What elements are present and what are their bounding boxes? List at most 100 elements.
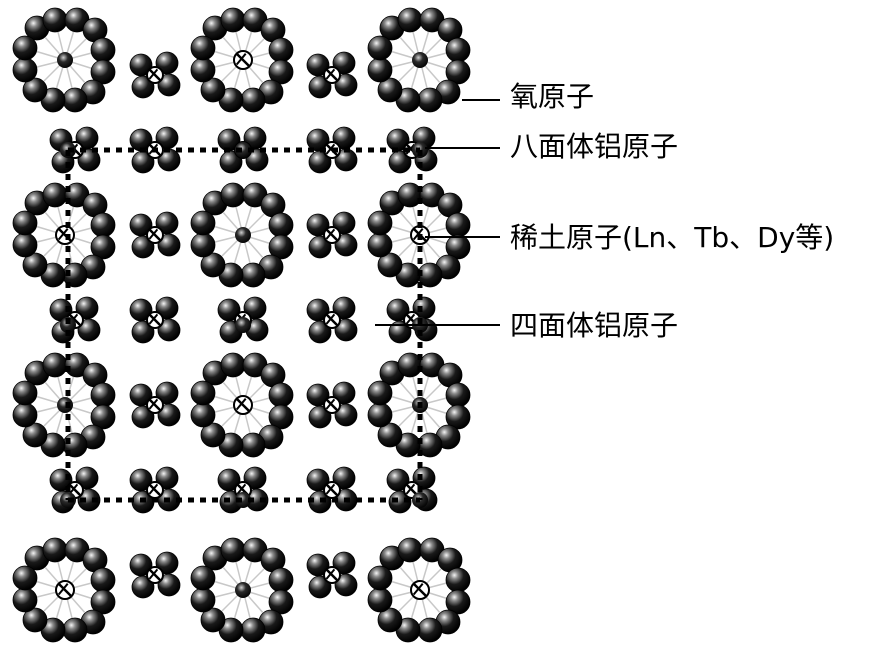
oxygen-atom bbox=[190, 380, 216, 406]
oxygen-atom bbox=[190, 57, 216, 83]
label-octahedral-aluminum-atom: 八面体铝原子 bbox=[510, 130, 679, 163]
oxygen-atom bbox=[190, 587, 216, 613]
tetrahedral-aluminum-atom-mark bbox=[148, 483, 159, 495]
oxygen-atom bbox=[90, 382, 116, 408]
oxygen-atom bbox=[77, 488, 101, 512]
tetrahedral-aluminum-atom-mark bbox=[235, 398, 247, 411]
oxygen-atom bbox=[377, 422, 403, 448]
oxygen-atom bbox=[12, 232, 38, 258]
tetrahedral-aluminum-atom-mark bbox=[148, 313, 162, 327]
tetrahedral-aluminum-atom-mark bbox=[235, 397, 251, 413]
oxygen-atom bbox=[22, 77, 48, 103]
tetrahedral-aluminum-atom-mark bbox=[325, 68, 336, 80]
oxygen-atom bbox=[245, 148, 269, 172]
tetrahedral-aluminum-atom-mark bbox=[325, 313, 336, 325]
oxygen-atom bbox=[77, 318, 101, 342]
oxygen-atom bbox=[220, 182, 246, 208]
oxygen-atom bbox=[220, 7, 246, 33]
oxygen-atom bbox=[445, 212, 471, 238]
oxygen-atom bbox=[200, 607, 226, 633]
oxygen-atom bbox=[22, 252, 48, 278]
tetrahedral-aluminum-atom-mark bbox=[325, 228, 339, 242]
tetrahedral-aluminum-atom-mark bbox=[148, 228, 162, 242]
oxygen-atom bbox=[367, 587, 393, 613]
tetrahedral-aluminum-atom-mark bbox=[325, 483, 336, 495]
oxygen-atom bbox=[334, 73, 358, 97]
tetrahedral-aluminum-atom-mark bbox=[57, 228, 69, 241]
oxygen-atom bbox=[417, 617, 443, 643]
oxygen-atom bbox=[42, 352, 68, 378]
tetrahedral-aluminum-atom-mark bbox=[325, 483, 339, 497]
tetrahedral-aluminum-atom-mark bbox=[235, 53, 247, 66]
tetrahedral-aluminum-atom-mark bbox=[148, 398, 162, 412]
oxygen-atom bbox=[268, 404, 294, 430]
oxygen-atom bbox=[131, 235, 155, 259]
oxygen-atom bbox=[308, 320, 332, 344]
oxygen-atom bbox=[62, 87, 88, 113]
oxygen-atom bbox=[240, 432, 266, 458]
oxygen-atom bbox=[397, 7, 423, 33]
oxygen-atom bbox=[62, 617, 88, 643]
tetrahedral-aluminum-atom-mark bbox=[325, 398, 339, 412]
tetrahedral-aluminum-atom-mark bbox=[148, 313, 159, 325]
oxygen-atom bbox=[12, 402, 38, 428]
tetrahedral-aluminum-atom-mark bbox=[57, 583, 69, 596]
leader-lines bbox=[375, 99, 500, 326]
oxygen-atom bbox=[157, 403, 181, 427]
tetrahedral-aluminum-atom-mark bbox=[68, 313, 82, 327]
oxygen-atom bbox=[12, 210, 38, 236]
oxygen-atom bbox=[388, 150, 412, 174]
oxygen-atom bbox=[367, 35, 393, 61]
oxygen-atom bbox=[240, 617, 266, 643]
oxygen-atom bbox=[445, 404, 471, 430]
tetrahedral-aluminum-atom-mark bbox=[148, 398, 159, 410]
oxygen-atom bbox=[12, 380, 38, 406]
oxygen-atom bbox=[367, 232, 393, 258]
tetrahedral-aluminum-atom-mark bbox=[412, 582, 428, 598]
oxygen-atom bbox=[445, 37, 471, 63]
octahedral-aluminum-atom bbox=[235, 142, 251, 158]
oxygen-atom bbox=[157, 318, 181, 342]
oxygen-atom bbox=[42, 537, 68, 563]
oxygen-atom bbox=[334, 403, 358, 427]
tetrahedral-aluminum-atom-mark bbox=[148, 483, 162, 497]
oxygen-atom bbox=[388, 490, 412, 514]
tetrahedral-aluminum-atom-mark bbox=[235, 52, 251, 68]
oxygen-atom bbox=[190, 565, 216, 591]
oxygen-atom bbox=[90, 404, 116, 430]
oxygen-atom bbox=[90, 567, 116, 593]
octahedral-aluminum-atom bbox=[235, 492, 251, 508]
oxygen-atom bbox=[157, 233, 181, 257]
oxygen-atom bbox=[190, 35, 216, 61]
oxygen-atom bbox=[308, 75, 332, 99]
oxygen-atom bbox=[90, 59, 116, 85]
tetrahedral-aluminum-atom-mark bbox=[148, 568, 159, 580]
tetrahedral-aluminum-atom-mark bbox=[68, 483, 79, 495]
tetrahedral-aluminum-atom-mark bbox=[148, 568, 162, 582]
oxygen-atom bbox=[268, 37, 294, 63]
octahedral-aluminum-atom bbox=[235, 317, 251, 333]
oxygen-atom bbox=[367, 210, 393, 236]
tetrahedral-aluminum-atom-mark bbox=[325, 68, 339, 82]
oxygen-atom bbox=[388, 320, 412, 344]
tetrahedral-aluminum-atom-mark bbox=[57, 582, 73, 598]
oxygen-atom bbox=[12, 57, 38, 83]
oxygen-atom bbox=[219, 150, 243, 174]
oxygen-atom bbox=[377, 607, 403, 633]
oxygen-atom bbox=[190, 210, 216, 236]
oxygen-atom bbox=[240, 87, 266, 113]
oxygen-atom bbox=[220, 352, 246, 378]
oxygen-atom bbox=[42, 182, 68, 208]
tetrahedral-aluminum-atom-mark bbox=[148, 228, 159, 240]
tetrahedral-aluminum-atom-mark bbox=[148, 68, 162, 82]
oxygen-atom bbox=[90, 37, 116, 63]
rare-earth-atom bbox=[57, 52, 73, 68]
label-rare-earth-atom: 稀土原子(Ln、Tb、Dy等) bbox=[510, 221, 835, 254]
oxygen-atom bbox=[131, 405, 155, 429]
oxygen-atom bbox=[445, 589, 471, 615]
rare-earth-atom bbox=[57, 397, 73, 413]
oxygen-atom bbox=[77, 148, 101, 172]
oxygen-atom bbox=[268, 589, 294, 615]
oxygen-atom bbox=[200, 252, 226, 278]
rare-earth-atom bbox=[235, 227, 251, 243]
